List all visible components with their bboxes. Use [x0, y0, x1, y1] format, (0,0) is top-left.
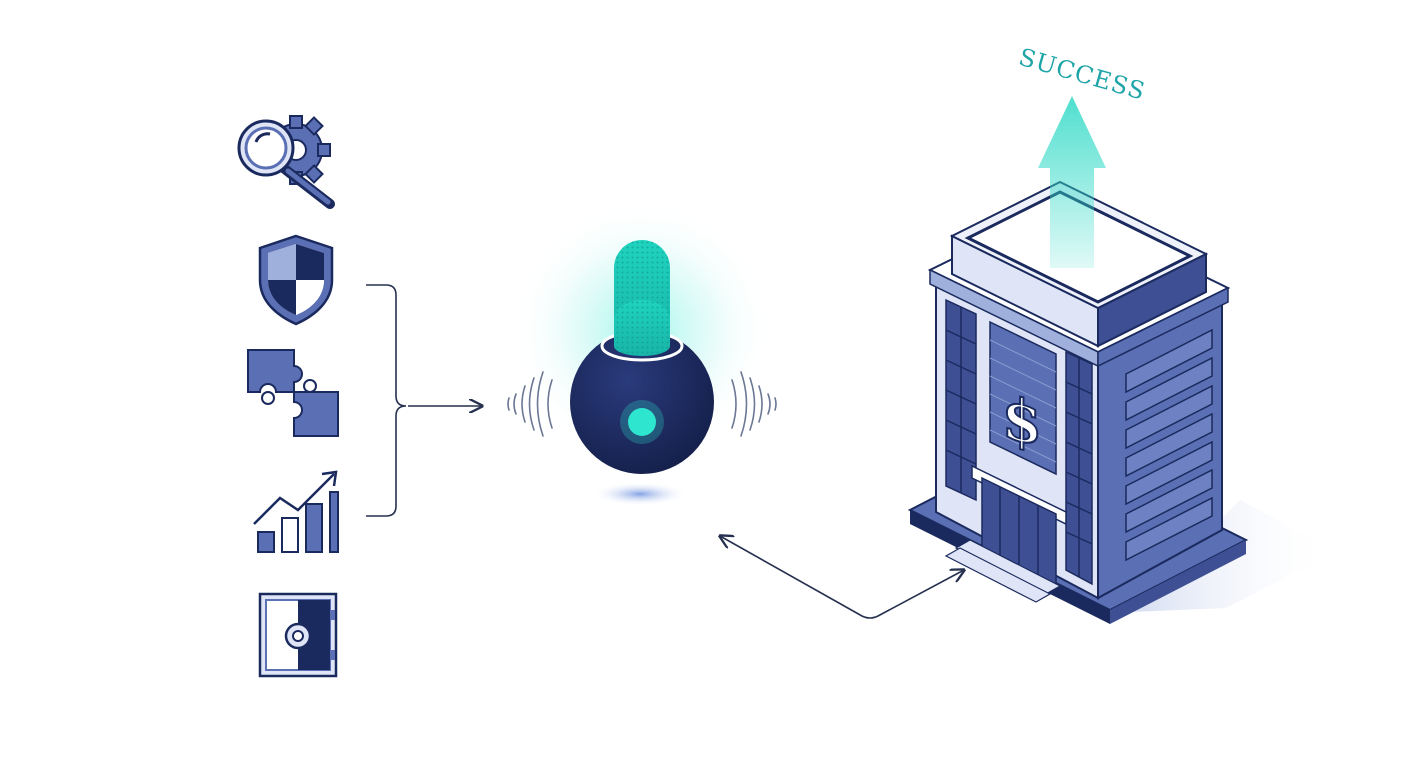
growth-chart-icon	[253, 470, 339, 553]
shield-icon	[258, 234, 334, 326]
puzzle-icon	[247, 349, 339, 437]
bidirectional-connector	[720, 536, 964, 619]
sound-wave-left-icon	[507, 371, 553, 437]
bank-building: $	[907, 180, 1336, 624]
status-light	[628, 408, 656, 436]
search-settings-icon	[237, 115, 335, 209]
device-orb	[570, 330, 714, 474]
vault-icon	[258, 592, 338, 678]
currency-symbol: $	[1002, 383, 1042, 460]
sound-wave-right-icon	[731, 371, 777, 437]
bracket-connector	[366, 284, 482, 517]
ai-voice-device	[507, 200, 777, 506]
success-label: SUCCESS	[1016, 43, 1149, 106]
